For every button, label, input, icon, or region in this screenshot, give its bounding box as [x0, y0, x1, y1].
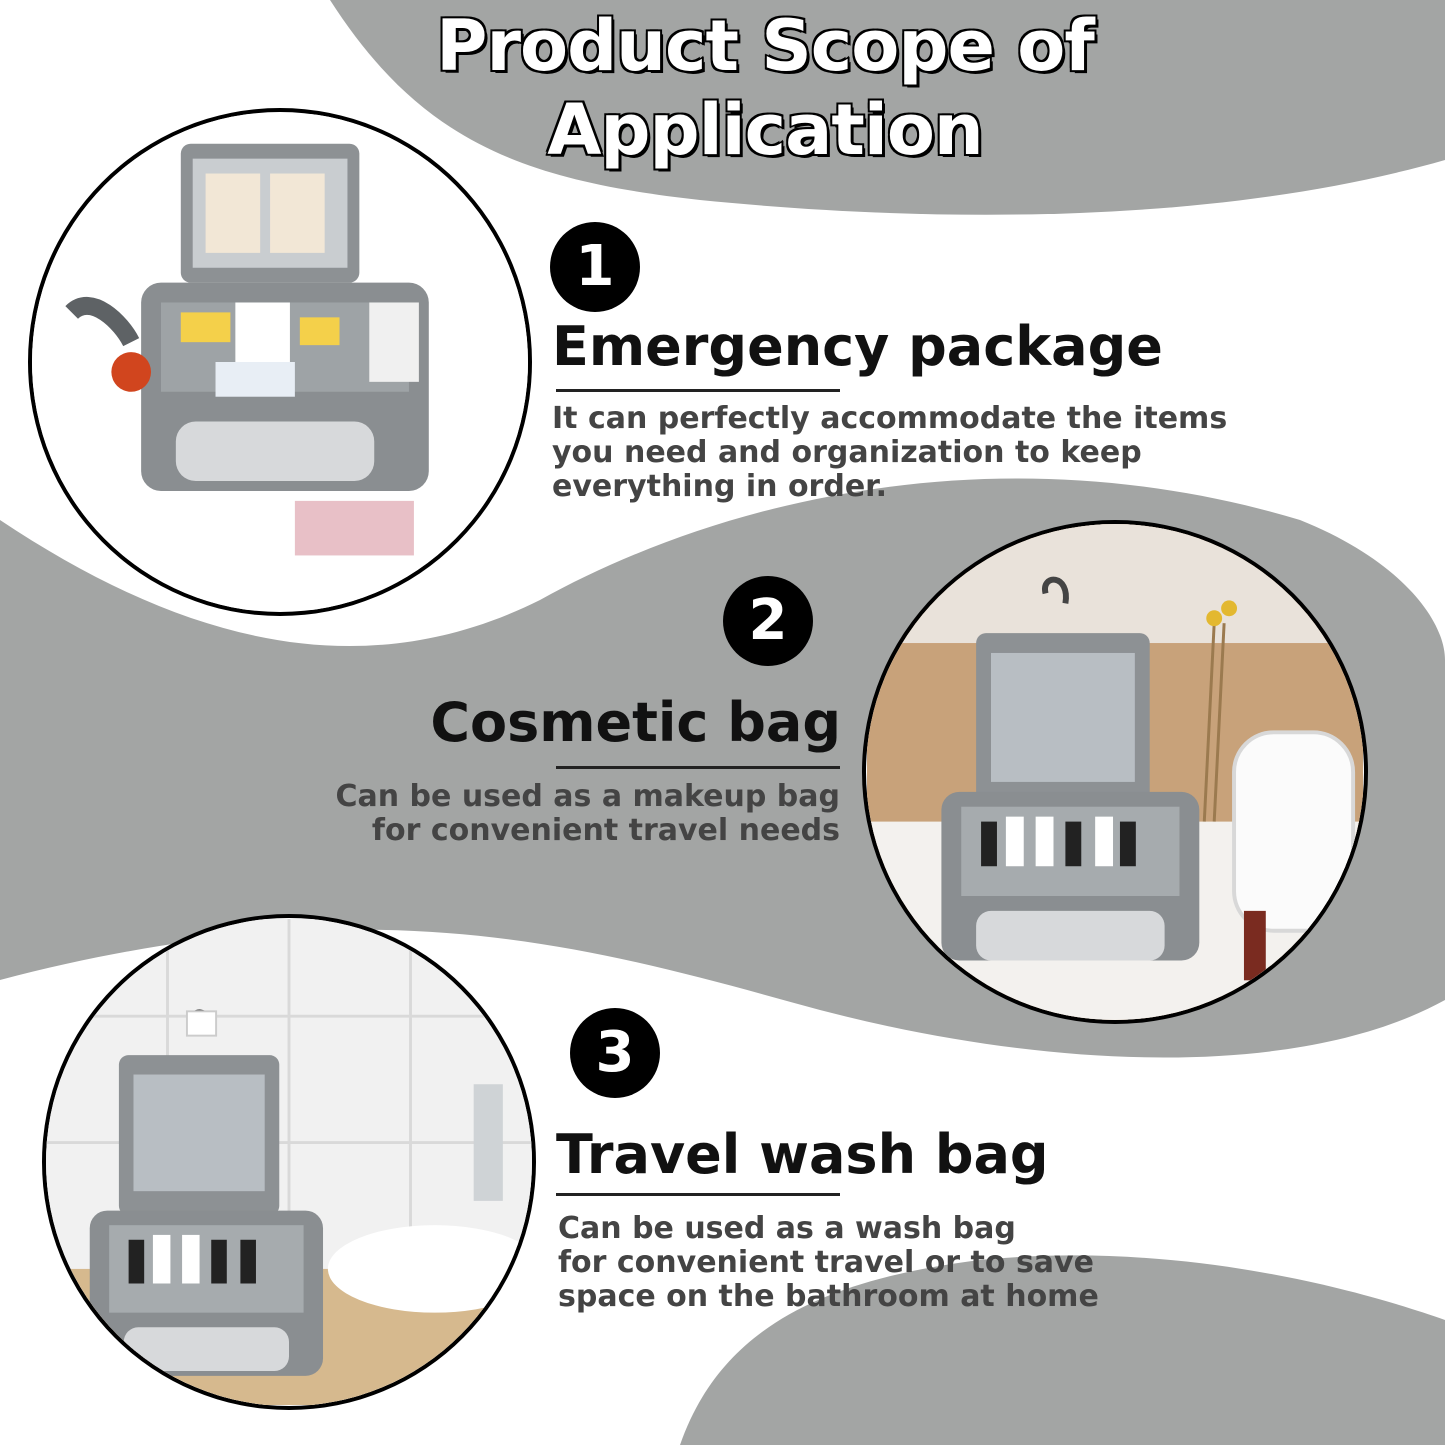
cosmetic-bag-desc-line-1: Can be used as a makeup bag	[335, 779, 840, 814]
emergency-package-desc-line-3: everything in order.	[552, 469, 888, 504]
travel-wash-bag-desc-line-1: Can be used as a wash bag	[558, 1211, 1016, 1246]
step-3-badge: 3	[570, 1008, 660, 1098]
emergency-package-underline	[556, 389, 840, 392]
emergency-package-desc-line-2: you need and organization to keep	[552, 435, 1142, 470]
title-line-2: Application	[546, 88, 986, 173]
cosmetic-bag-illustration	[867, 524, 1363, 1020]
title-line-1: Product Scope of	[435, 4, 1097, 89]
step-2-badge: 2	[723, 576, 813, 666]
travel-wash-bag-illustration	[46, 919, 532, 1405]
travel-wash-bag-desc-line-3: space on the bathroom at home	[558, 1279, 1099, 1314]
travel-wash-bag-desc-line-2: for convenient travel or to save	[558, 1245, 1094, 1280]
travel-wash-bag-heading: Travel wash bag	[556, 1123, 1049, 1186]
emergency-bag-illustration	[32, 114, 528, 610]
step-1-badge: 1	[550, 222, 640, 312]
emergency-package-desc-line-1: It can perfectly accommodate the items	[552, 401, 1228, 436]
emergency-package-heading: Emergency package	[552, 315, 1163, 378]
emergency-bag-photo	[28, 108, 532, 616]
cosmetic-bag-underline	[556, 766, 840, 769]
cosmetic-bag-desc-line-2: for convenient travel needs	[371, 813, 840, 848]
page-title: Product Scope of Application	[300, 4, 1230, 173]
travel-wash-bag-underline	[556, 1193, 840, 1196]
travel-wash-bag-photo	[42, 914, 536, 1410]
cosmetic-bag-photo	[862, 520, 1368, 1024]
cosmetic-bag-heading: Cosmetic bag	[430, 691, 841, 754]
